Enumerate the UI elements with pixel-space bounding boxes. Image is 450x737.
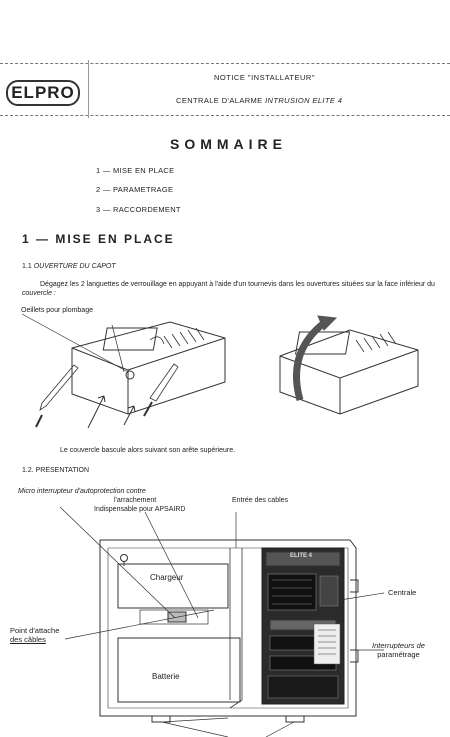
centrale-italic: INTRUSION ELITE 4	[265, 96, 343, 105]
label-point-line1: Point d'attache	[10, 626, 60, 635]
label-micro-interrupteur: Micro interrupteur d'autoprotection cont…	[18, 488, 146, 495]
label-micro-line2: l'arrachement	[114, 497, 157, 504]
instruction-paragraph: Dégagez les 2 languettes de verrouillage…	[22, 280, 436, 298]
toc-item-2: 2 — PARAMETRAGE	[96, 185, 174, 194]
subsection-1-1-italic: OUVERTURE DU CAPOT	[33, 263, 116, 270]
instruction-text: Dégagez les 2 languettes de verrouillage…	[40, 281, 435, 288]
centrale-prefix: CENTRALE D'ALARME	[176, 96, 266, 105]
notice-title: NOTICE "INSTALLATEUR"	[214, 73, 315, 82]
elpro-logo: ELPRO	[6, 80, 80, 106]
header-top-rule	[0, 63, 450, 64]
header-separator	[88, 60, 89, 118]
label-micro-line3: Indispensable pour APSAIRD	[94, 506, 186, 513]
casing-illustration-left	[21, 313, 226, 429]
toc-item-3: 3 — RACCORDEMENT	[96, 205, 181, 214]
label-chargeur: Chargeur	[150, 573, 184, 582]
sommaire-title: SOMMAIRE	[170, 136, 287, 152]
toc-item-1: 1 — MISE EN PLACE	[96, 166, 175, 175]
subsection-1-2: 1.2. PRESENTATION	[22, 467, 90, 474]
centrale-title: CENTRALE D'ALARME INTRUSION ELITE 4	[176, 96, 342, 105]
label-interrupteurs-line1-text: Interrupteurs de	[372, 641, 425, 650]
label-interrupteurs: Interrupteurs de paramétrage	[372, 641, 425, 659]
header-bottom-rule	[0, 115, 450, 116]
board-label: ELITE 4	[290, 553, 313, 559]
subsection-1-1: 1.1 OUVERTURE DU CAPOT	[22, 263, 116, 270]
label-point-attache: Point d'attache des câbles	[10, 626, 59, 644]
label-batterie: Batterie	[152, 672, 180, 681]
label-interrupteurs-line1: Interrupteurs de	[372, 641, 425, 650]
label-centrale: Centrale	[388, 588, 417, 597]
section-1-title: 1 — MISE EN PLACE	[22, 232, 175, 246]
label-micro-line1: Micro interrupteur d'autoprotection cont…	[18, 488, 146, 495]
instruction-italic: couvercle :	[22, 290, 56, 297]
leader-lines	[59, 506, 385, 737]
casing-illustration-right	[279, 315, 419, 415]
enclosure-diagram	[99, 539, 359, 723]
label-point-line2: des câbles	[10, 635, 46, 644]
label-oeillets: Oeillets pour plombage	[21, 307, 93, 314]
subsection-1-1-prefix: 1.1	[22, 263, 34, 270]
caption-couvercle: Le couvercle bascule alors suivant son a…	[60, 447, 236, 454]
label-entree-cables: Entrée des cables	[232, 497, 289, 504]
label-interrupteurs-line2: paramétrage	[377, 650, 420, 659]
